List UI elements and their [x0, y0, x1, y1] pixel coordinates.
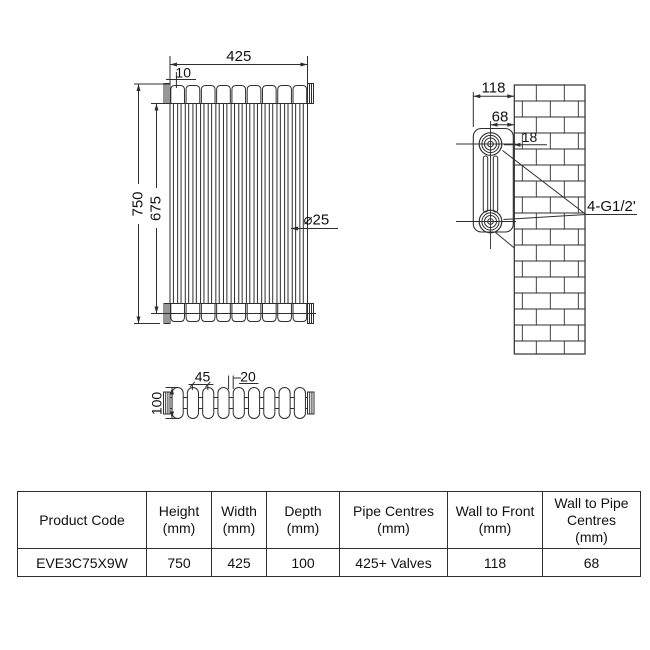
cell-product-code: EVE3C75X9W	[17, 548, 147, 577]
draw-path	[200, 85, 216, 104]
draw-path	[261, 85, 277, 104]
draw-polygon	[170, 387, 174, 395]
draw-polygon	[507, 94, 515, 99]
draw-rect	[232, 387, 245, 419]
spec-table: Product Code Height (mm) Width (mm) Dept…	[17, 491, 641, 577]
draw-polygon	[291, 226, 298, 231]
front-tube-diameter-dim-label: ⌀25	[304, 212, 330, 229]
top-tube-gap-dim-label: 20	[240, 369, 256, 385]
dim-text-backing	[150, 188, 163, 228]
draw-path	[185, 85, 201, 104]
draw-path	[246, 85, 262, 104]
top-section-pitch-dim-label: 45	[195, 369, 211, 385]
top-depth-dim-label: 100	[149, 392, 165, 416]
front-overall-height-dim-label: 750	[130, 191, 147, 216]
draw-path	[231, 85, 247, 104]
draw-polygon	[136, 84, 141, 91]
draw-line	[494, 231, 515, 249]
draw-rect	[263, 387, 276, 419]
header-pipe-centres: Pipe Centres (mm)	[339, 491, 448, 549]
draw-polygon	[136, 316, 141, 324]
draw-line	[502, 150, 587, 215]
draw-path	[277, 303, 292, 322]
draw-rect	[163, 391, 171, 415]
cell-depth: 100	[266, 548, 340, 577]
draw-rect	[293, 387, 306, 419]
draw-path	[292, 85, 308, 104]
header-width: Width (mm)	[211, 491, 267, 549]
draw-polygon	[154, 306, 159, 314]
header-product-code: Product Code	[17, 491, 147, 549]
draw-rect	[202, 387, 215, 419]
side-pipe-inset-dim-label: 18	[522, 129, 538, 145]
front-view-drawing	[134, 56, 338, 324]
draw-rect	[482, 155, 489, 213]
draw-rect	[307, 83, 314, 104]
dimension-labels: 425 10 750 675 ⌀25 118 68 18 4-G1/2' 45 …	[130, 48, 636, 415]
draw-rect	[163, 83, 171, 104]
draw-path	[216, 85, 231, 104]
cell-height: 750	[146, 548, 212, 577]
draw-path	[277, 85, 292, 104]
cell-width: 425	[211, 548, 267, 577]
draw-path	[261, 303, 277, 322]
draw-path	[200, 303, 216, 322]
cell-wall-to-pipe-centres: 68	[542, 548, 641, 577]
draw-rect	[278, 387, 291, 419]
front-end-stub-dim-label: 10	[175, 65, 191, 81]
draw-path	[170, 85, 185, 104]
header-depth: Depth (mm)	[266, 491, 340, 549]
draw-path	[185, 303, 201, 322]
draw-rect	[171, 387, 184, 419]
spec-table-data-row: EVE3C75X9W 750 425 100 425+ Valves 118 6…	[17, 548, 641, 577]
draw-path	[246, 303, 262, 322]
draw-polygon	[507, 122, 515, 127]
draw-polygon	[513, 142, 521, 147]
draw-path	[216, 303, 231, 322]
draw-rect	[513, 84, 586, 355]
draw-path	[170, 303, 185, 322]
draw-path	[292, 303, 308, 322]
side-connections-label: 4-G1/2'	[587, 198, 636, 215]
draw-polygon	[170, 411, 174, 419]
cell-wall-to-front: 118	[447, 548, 543, 577]
draw-path	[231, 303, 247, 322]
header-height: Height (mm)	[146, 491, 212, 549]
draw-polygon	[170, 62, 177, 67]
front-width-dim-label: 425	[226, 48, 251, 65]
draw-polygon	[473, 94, 481, 99]
draw-line	[503, 214, 587, 220]
dim-text-backing	[132, 184, 145, 224]
front-column-height-dim-label: 675	[148, 196, 165, 221]
side-view-drawing	[456, 84, 637, 355]
draw-polygon	[300, 62, 308, 67]
draw-rect	[247, 387, 261, 419]
draw-rect	[307, 391, 315, 415]
draw-rect	[186, 387, 199, 419]
side-wall-to-pipe-dim-label: 68	[492, 109, 509, 126]
header-wall-to-front: Wall to Front (mm)	[447, 491, 543, 549]
top-view-drawing	[163, 375, 315, 419]
draw-polygon	[490, 122, 498, 127]
header-wall-to-pipe-centres: Wall to Pipe Centres (mm)	[542, 491, 641, 549]
spec-table-header-row: Product Code Height (mm) Width (mm) Dept…	[17, 491, 641, 549]
draw-rect	[217, 387, 230, 419]
side-wall-to-front-dim-label: 118	[482, 80, 506, 97]
draw-rect	[492, 155, 499, 213]
draw-polygon	[154, 103, 159, 111]
cell-pipe-centres: 425+ Valves	[339, 548, 448, 577]
